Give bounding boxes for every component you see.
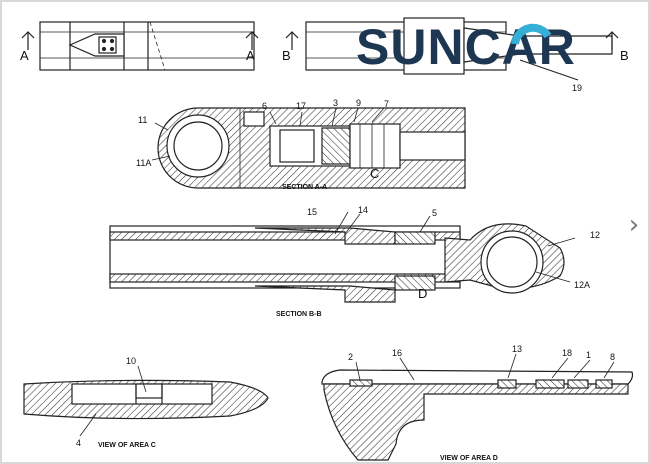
part-label-15: 15 — [307, 207, 317, 217]
part-label-6: 6 — [262, 101, 267, 111]
part-label-8: 8 — [610, 352, 615, 362]
part-label-10: 10 — [126, 356, 136, 366]
part-label-2: 2 — [348, 352, 353, 362]
suncar-logo: SUNCAR — [356, 19, 575, 75]
caption-view-c: VIEW OF AREA C — [98, 442, 156, 449]
section-aa-drawing — [151, 107, 466, 189]
part-label-19: 19 — [572, 83, 582, 93]
part-label-11: 11 — [138, 115, 147, 125]
chevron-right-icon: › — [628, 210, 640, 240]
section-bb-drawing — [109, 211, 576, 303]
part-label-14: 14 — [358, 205, 368, 215]
section-mark-c: C — [370, 166, 379, 181]
next-image-button[interactable]: › — [622, 208, 646, 242]
part-label-11a: 11A — [136, 158, 151, 168]
logo-swoosh-icon — [511, 23, 552, 45]
caption-view-d: VIEW OF AREA D — [440, 455, 498, 462]
section-mark-a-left: A — [20, 48, 29, 63]
part-label-7: 7 — [384, 99, 389, 109]
part-label-5: 5 — [432, 208, 437, 218]
part-label-4: 4 — [76, 438, 81, 448]
view-area-d-drawing — [321, 353, 634, 461]
section-mark-b-right: B — [620, 48, 629, 63]
part-label-9: 9 — [356, 98, 361, 108]
view-area-c-drawing — [23, 365, 269, 437]
caption-section-bb: SECTION B-B — [276, 311, 322, 318]
part-label-13: 13 — [512, 344, 522, 354]
part-label-17: 17 — [296, 101, 306, 111]
top-view-b — [285, 17, 619, 81]
part-label-12: 12 — [590, 230, 600, 240]
top-view-a — [21, 21, 259, 71]
part-label-18: 18 — [562, 348, 572, 358]
section-mark-b-left: B — [282, 48, 291, 63]
part-label-1: 1 — [586, 350, 591, 360]
part-label-3: 3 — [333, 98, 338, 108]
section-mark-a-right: A — [246, 48, 255, 63]
part-label-16: 16 — [392, 348, 402, 358]
caption-section-aa: SECTION A-A — [282, 184, 327, 191]
part-label-12a: 12A — [574, 280, 590, 290]
section-mark-d: D — [418, 286, 427, 301]
